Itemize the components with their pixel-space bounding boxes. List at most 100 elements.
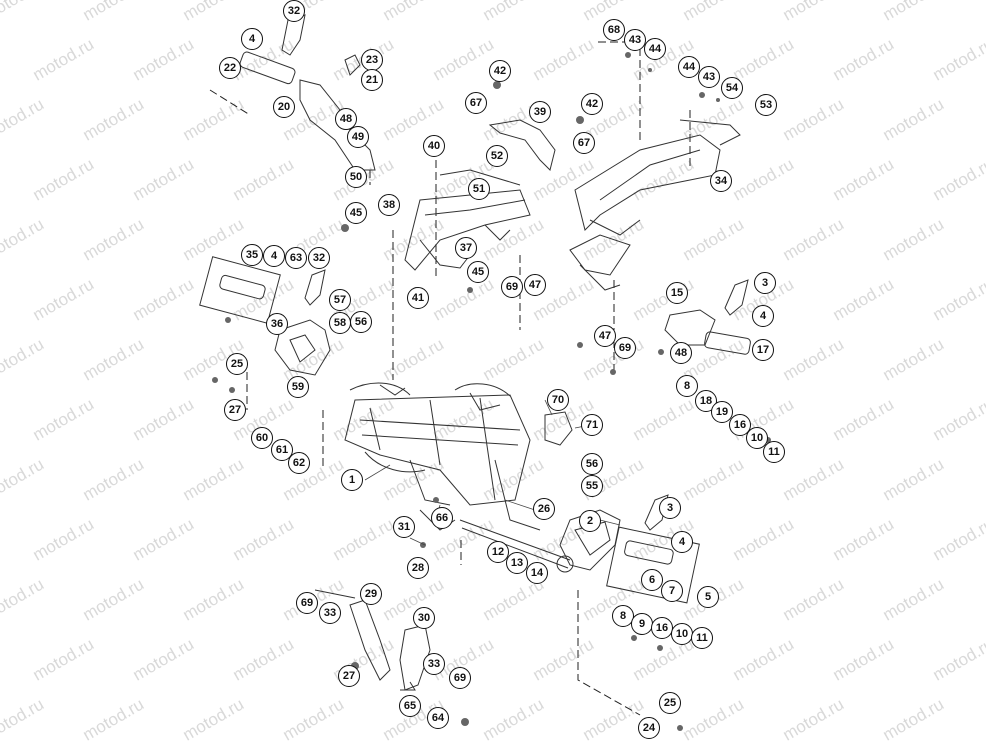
part-callout-8: 8 [676, 375, 698, 397]
part-callout-32: 32 [283, 0, 305, 22]
part-callout-27: 27 [338, 665, 360, 687]
part-callout-48: 48 [335, 108, 357, 130]
part-callout-32: 32 [308, 247, 330, 269]
part-callout-19: 19 [711, 401, 733, 423]
part-callout-22: 22 [219, 57, 241, 79]
right-passenger-footpeg [664, 279, 751, 355]
part-callout-23: 23 [361, 49, 383, 71]
main-frame [344, 382, 541, 531]
part-callout-6: 6 [641, 569, 663, 591]
part-callout-67: 67 [573, 132, 595, 154]
tank-bracket [488, 119, 556, 171]
part-callout-68: 68 [603, 19, 625, 41]
part-callout-69: 69 [501, 276, 523, 298]
part-callout-29: 29 [360, 583, 382, 605]
part-callout-50: 50 [345, 166, 367, 188]
part-callout-51: 51 [468, 178, 490, 200]
part-callout-37: 37 [455, 237, 477, 259]
part-callout-36: 36 [266, 313, 288, 335]
part-callout-69: 69 [449, 667, 471, 689]
part-callout-10: 10 [671, 623, 693, 645]
left-passenger-footpeg [199, 256, 331, 376]
part-callout-14: 14 [526, 562, 548, 584]
part-callout-53: 53 [755, 94, 777, 116]
part-callout-30: 30 [413, 607, 435, 629]
part-callout-69: 69 [614, 337, 636, 359]
part-callout-42: 42 [581, 93, 603, 115]
front-subframe [404, 169, 531, 271]
part-callout-66: 66 [431, 507, 453, 529]
headlight-bracket [544, 411, 573, 446]
part-callout-33: 33 [319, 602, 341, 624]
part-callout-47: 47 [524, 274, 546, 296]
part-callout-5: 5 [697, 586, 719, 608]
part-callout-25: 25 [659, 692, 681, 714]
part-callout-35: 35 [241, 244, 263, 266]
part-callout-38: 38 [378, 194, 400, 216]
part-callout-16: 16 [651, 617, 673, 639]
part-callout-47: 47 [594, 325, 616, 347]
part-callout-71: 71 [581, 414, 603, 436]
part-callout-54: 54 [721, 77, 743, 99]
part-callout-60: 60 [251, 427, 273, 449]
part-callout-33: 33 [423, 653, 445, 675]
part-callout-11: 11 [763, 441, 785, 463]
part-callout-56: 56 [350, 311, 372, 333]
part-callout-21: 21 [361, 69, 383, 91]
part-callout-4: 4 [263, 245, 285, 267]
part-callout-61: 61 [271, 439, 293, 461]
part-callout-43: 43 [624, 29, 646, 51]
part-callout-20: 20 [273, 96, 295, 118]
part-callout-17: 17 [752, 339, 774, 361]
part-callout-44: 44 [644, 38, 666, 60]
part-callout-56: 56 [581, 453, 603, 475]
part-callout-43: 43 [698, 66, 720, 88]
part-callout-34: 34 [710, 170, 732, 192]
part-callout-13: 13 [506, 552, 528, 574]
part-callout-67: 67 [465, 92, 487, 114]
swingarm-pivot [459, 519, 574, 573]
part-callout-69: 69 [296, 592, 318, 614]
part-callout-2: 2 [579, 510, 601, 532]
part-callout-3: 3 [659, 497, 681, 519]
part-callout-11: 11 [691, 627, 713, 649]
part-callout-63: 63 [285, 247, 307, 269]
part-callout-45: 45 [345, 202, 367, 224]
part-callout-42: 42 [489, 60, 511, 82]
part-callout-4: 4 [241, 28, 263, 50]
part-callout-57: 57 [329, 289, 351, 311]
part-callout-4: 4 [752, 305, 774, 327]
part-callout-59: 59 [287, 376, 309, 398]
part-callout-41: 41 [407, 287, 429, 309]
part-callout-26: 26 [533, 498, 555, 520]
part-callout-10: 10 [746, 427, 768, 449]
part-callout-49: 49 [347, 126, 369, 148]
part-callout-31: 31 [393, 516, 415, 538]
part-callout-12: 12 [487, 541, 509, 563]
part-callout-40: 40 [423, 135, 445, 157]
part-callout-15: 15 [666, 282, 688, 304]
part-callout-65: 65 [399, 695, 421, 717]
part-callout-24: 24 [638, 717, 660, 739]
rear-subframe [569, 119, 741, 291]
part-callout-62: 62 [288, 452, 310, 474]
part-callout-55: 55 [581, 475, 603, 497]
part-callout-44: 44 [678, 56, 700, 78]
part-callout-8: 8 [612, 605, 634, 627]
part-callout-39: 39 [529, 101, 551, 123]
part-callout-70: 70 [547, 389, 569, 411]
part-callout-4: 4 [671, 531, 693, 553]
part-callout-58: 58 [329, 312, 351, 334]
part-callout-28: 28 [407, 557, 429, 579]
part-callout-16: 16 [729, 414, 751, 436]
part-callout-25: 25 [226, 353, 248, 375]
part-callout-48: 48 [670, 342, 692, 364]
part-callout-3: 3 [754, 272, 776, 294]
part-callout-64: 64 [427, 707, 449, 729]
right-rider-footpeg [559, 494, 700, 604]
part-callout-9: 9 [631, 613, 653, 635]
part-callout-27: 27 [224, 399, 246, 421]
part-callout-7: 7 [661, 580, 683, 602]
